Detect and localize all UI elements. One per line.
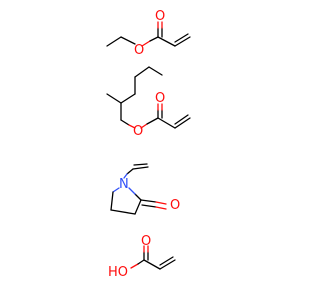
atom-label-o: O <box>155 91 165 106</box>
atom-label-o: O <box>141 234 151 249</box>
acrylic-acid-molecule: O HO <box>108 234 176 280</box>
ethyl-acrylate-molecule: O O <box>106 9 191 58</box>
ethylhexyl-acrylate-molecule: O O <box>106 66 191 139</box>
atom-label-o: O <box>133 124 143 139</box>
atom-label-ho: HO <box>108 265 128 280</box>
structure-canvas: O O O O N <box>106 9 191 280</box>
atom-label-o: O <box>134 43 144 58</box>
atom-label-o: O <box>170 198 180 213</box>
vinylpyrrolidone-molecule: N O <box>110 163 180 215</box>
atom-label-n: N <box>119 177 129 192</box>
atom-label-o: O <box>155 9 165 24</box>
